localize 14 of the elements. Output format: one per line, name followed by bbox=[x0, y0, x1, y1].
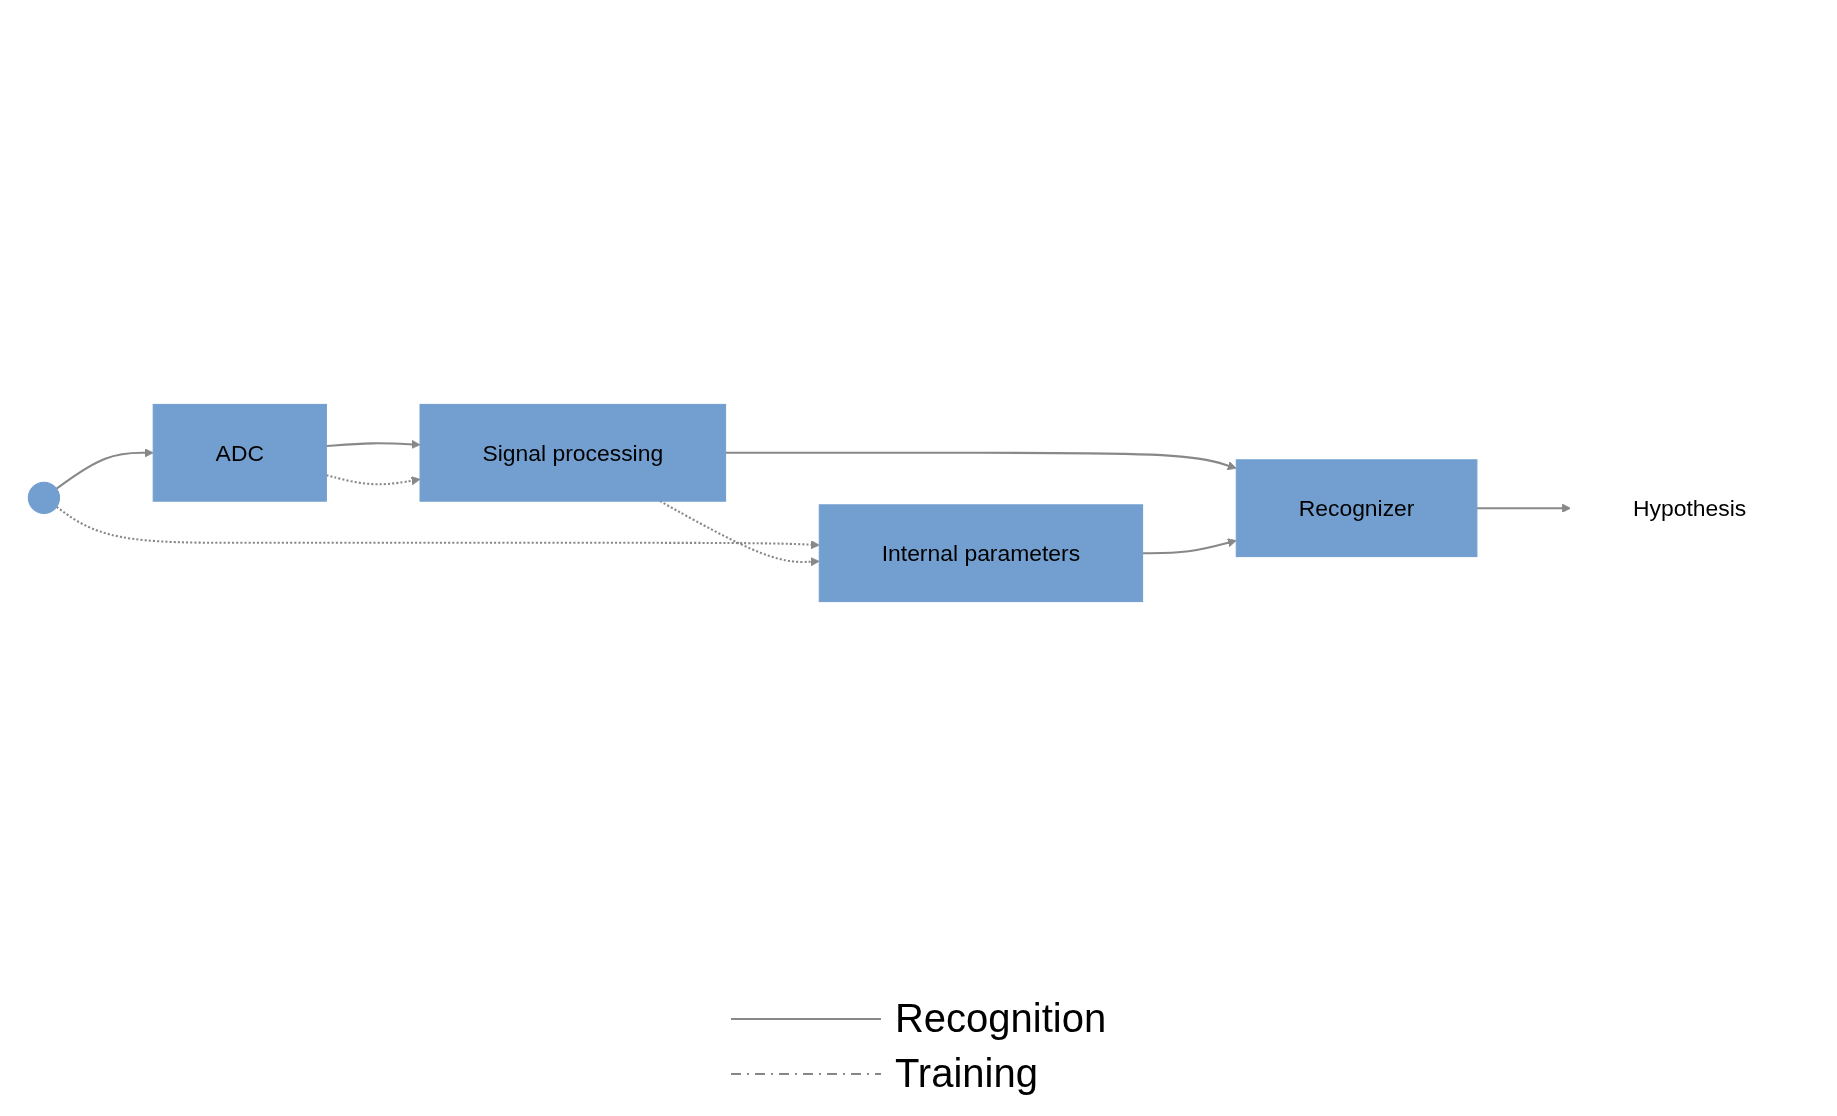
arrow bbox=[1476, 503, 1571, 513]
node-box: Signal processing bbox=[419, 403, 727, 502]
node-box: ADC bbox=[152, 403, 327, 502]
arrow bbox=[1142, 538, 1237, 555]
arrow bbox=[56, 448, 154, 490]
arrow bbox=[56, 506, 820, 550]
legend-label: Recognition bbox=[894, 996, 1107, 1041]
node-text: Hypothesis bbox=[1632, 495, 1747, 522]
node-box: Recognizer bbox=[1235, 459, 1478, 558]
arrow bbox=[725, 451, 1237, 471]
node-box: Internal parameters bbox=[818, 504, 1144, 603]
node-circle bbox=[27, 481, 61, 514]
arrow bbox=[326, 439, 421, 449]
legend-label: Training bbox=[894, 1051, 1038, 1096]
